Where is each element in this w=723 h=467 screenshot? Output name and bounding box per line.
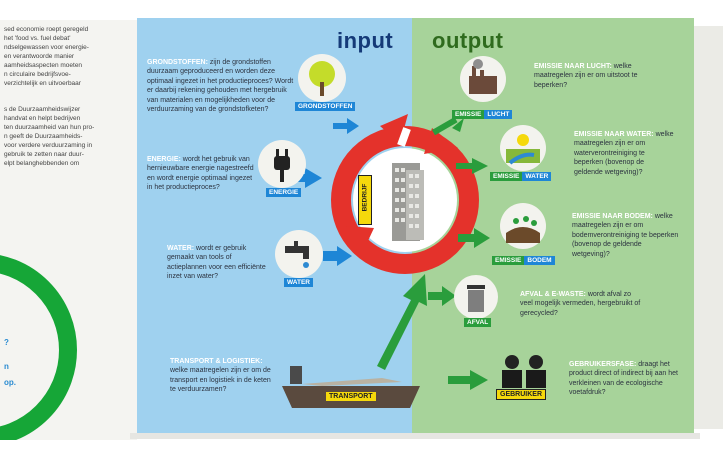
left-text-line: s de Duurzaamheidswijzer — [4, 106, 81, 113]
soil-emission-heading: EMISSIE NAAR BODEM: — [572, 213, 653, 220]
air-emission-label-b: LUCHT — [484, 110, 513, 119]
left-blue-text: ? — [4, 338, 9, 347]
plug-icon — [258, 140, 306, 188]
transport-body: welke maatregelen zijn er om de transpor… — [170, 367, 271, 394]
raw-materials-text: GRONDSTOFFEN: zijn de grondstoffen duurz… — [147, 58, 297, 114]
left-page: sed economie roept geregeld het 'food vs… — [0, 20, 137, 440]
air-emission-body: welke maatregelen zijn er om uitstoot te… — [534, 63, 638, 89]
soil-emission-text: EMISSIE NAAR BODEM: welke maatregelen zi… — [572, 212, 680, 259]
left-text-line: aamheidsaspecten moeten — [4, 62, 83, 69]
air-emission-heading: EMISSIE NAAR LUCHT: — [534, 63, 612, 70]
water-input-text: WATER: wordt er gebruik gemaakt van tool… — [167, 244, 272, 282]
left-text-line: ndselgewassen voor energie- — [4, 44, 89, 51]
ship-icon — [282, 366, 420, 408]
user-phase-body: draagt het product direct of indirect bi… — [569, 361, 678, 397]
raw-materials-heading: GRONDSTOFFEN: — [147, 59, 208, 66]
air-emission-text: EMISSIE NAAR LUCHT: welke maatregelen zi… — [534, 62, 644, 90]
left-text-line: n circulaire bedrijfsvoe- — [4, 71, 71, 78]
tap-icon — [275, 230, 323, 278]
left-text-line: ten duurzaamheid van hun pro- — [4, 124, 95, 131]
left-text-line: sed economie roept geregeld — [4, 26, 89, 33]
waste-heading: AFVAL & E-WASTE: — [520, 291, 586, 298]
energy-heading: ENERGIE: — [147, 156, 181, 163]
green-ring-graphic — [0, 255, 77, 440]
water-emission-label-a: EMISSIE — [490, 172, 523, 181]
water-input-heading: WATER: — [167, 245, 195, 252]
waste-body: wordt afval zo veel mogelijk vermeden, h… — [520, 291, 641, 317]
transport-text: TRANSPORT & LOGISTIEK: welke maatregelen… — [170, 357, 275, 395]
energy-body: wordt het gebruik van hernieuwbare energ… — [147, 156, 254, 192]
air-emission-label-a: EMISSIE — [452, 110, 485, 119]
user-phase-label: GEBRUIKER — [496, 389, 547, 400]
cycle-diagram — [331, 114, 479, 274]
transport-label: TRANSPORT — [326, 392, 376, 401]
factory-icon — [460, 56, 506, 102]
soil-emission-label-a: EMISSIE — [492, 256, 525, 265]
page-edge — [694, 26, 723, 429]
left-text-line: gebruik te zetten naar duur- — [4, 151, 84, 158]
left-text-line: en verantwoorde manier — [4, 53, 75, 60]
left-text-line: verzichtelijk en uitvoerbaar — [4, 80, 81, 87]
water-emission-label-b: WATER — [522, 172, 552, 181]
company-label: BEDRIJF — [358, 175, 372, 225]
water-input-body: wordt er gebruik gemaakt van tools of ac… — [167, 245, 266, 281]
raw-materials-body: zijn de grondstoffen duurzaam geproducee… — [147, 59, 294, 114]
user-phase-text: GEBRUIKERSFASE: draagt het product direc… — [569, 360, 681, 398]
left-text-line: elpt belanghebbenden om — [4, 160, 80, 167]
soil-emission-label-b: BODEM — [524, 256, 555, 265]
transport-heading: TRANSPORT & LOGISTIEK: — [170, 358, 263, 365]
left-blue-text: op. — [4, 378, 16, 387]
energy-label: ENERGIE — [266, 188, 302, 197]
water-emission-heading: EMISSIE NAAR WATER: — [574, 131, 654, 138]
left-text-line: het 'food vs. fuel debat' — [4, 35, 71, 42]
trash-can-icon — [454, 275, 498, 319]
water-emission-text: EMISSIE NAAR WATER: welke maatregelen zi… — [574, 130, 674, 177]
energy-text: ENERGIE: wordt het gebruik van hernieuwb… — [147, 155, 257, 193]
input-arrows — [287, 118, 359, 266]
waste-text: AFVAL & E-WASTE: wordt afval zo veel mog… — [520, 290, 645, 318]
transport-arrow — [377, 274, 427, 370]
raw-materials-label: GRONDSTOFFEN — [295, 102, 356, 111]
left-blue-text: n — [4, 362, 9, 371]
river-icon — [500, 125, 546, 171]
tree-icon — [298, 54, 346, 102]
left-text-line: handvat en helpt bedrijven — [4, 115, 81, 122]
input-title: input — [337, 28, 394, 53]
waste-label: AFVAL — [464, 318, 492, 327]
water-emission-body: welke maatregelen zijn er om waterveront… — [574, 131, 674, 176]
output-title: output — [432, 28, 504, 53]
users-icon — [502, 355, 546, 388]
soil-icon — [500, 203, 546, 249]
left-text-line: n geeft de Duurzaamheids- — [4, 133, 83, 140]
output-arrows — [428, 117, 490, 390]
water-input-label: WATER — [284, 278, 313, 287]
user-phase-heading: GEBRUIKERSFASE: — [569, 361, 637, 368]
left-text-line: voor verdere verduurzaming in — [4, 142, 93, 149]
page-shadow — [130, 433, 700, 439]
soil-emission-body: welke maatregelen zijn er om bodemveront… — [572, 213, 679, 258]
